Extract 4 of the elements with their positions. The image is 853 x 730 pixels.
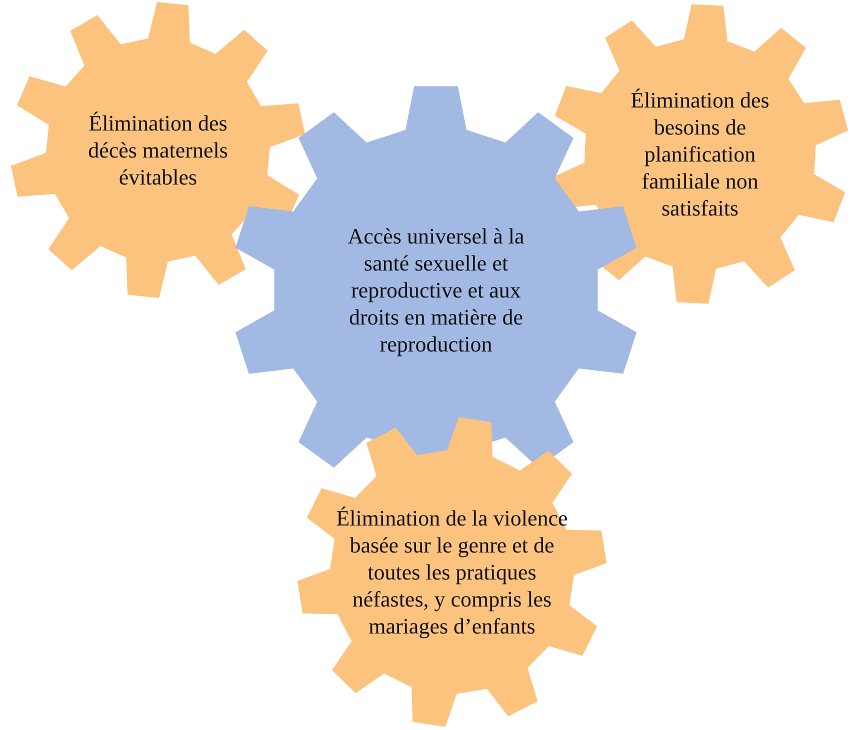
gear-label: Élimination des décès maternels évitables — [88, 110, 228, 190]
gear-label: Accès universel à la santé sexuelle et reproductive et aux droits en matière de reproduction — [346, 222, 526, 358]
gear-label: Élimination de la violence basée sur le genre et de toutes les pratiques néfastes, y compris les mariages d’enfants — [335, 504, 569, 640]
gear-label: Élimination des besoins de planification familiale non satisfaits — [630, 86, 770, 222]
